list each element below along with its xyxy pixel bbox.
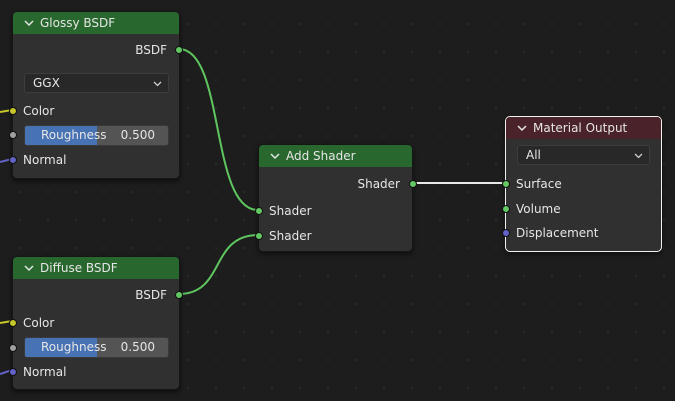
diffuse-normal-label: Normal [23, 365, 67, 379]
add-shader-output-socket[interactable] [409, 180, 417, 188]
diffuse-roughness-label: Roughness [41, 340, 107, 354]
material-output-title: Material Output [533, 121, 628, 135]
glossy-normal-label: Normal [23, 153, 67, 167]
add-shader-input2-socket[interactable] [255, 232, 263, 240]
link-glossy-to-add [178, 48, 259, 211]
diffuse-roughness-socket[interactable] [9, 344, 17, 352]
glossy-distribution-dropdown[interactable]: GGX [24, 73, 169, 93]
glossy-roughness-socket[interactable] [9, 131, 17, 139]
glossy-roughness-fill [25, 126, 97, 145]
material-output-target-dropdown[interactable]: All [517, 145, 650, 165]
add-shader-input1-socket[interactable] [255, 207, 263, 215]
diffuse-bsdf-node[interactable]: Diffuse BSDF BSDF Color Roughness 0.500 … [9, 256, 183, 390]
displacement-label: Displacement [516, 226, 599, 240]
material-output-node[interactable]: Material Output All Surface Volume Displ… [502, 116, 662, 252]
diffuse-node-header[interactable]: Diffuse BSDF [13, 257, 179, 279]
glossy-normal-socket[interactable] [9, 156, 17, 164]
glossy-node-header[interactable]: Glossy BSDF [13, 12, 179, 34]
volume-socket[interactable] [502, 205, 510, 213]
diffuse-color-socket[interactable] [9, 319, 17, 327]
diffuse-normal-socket[interactable] [9, 368, 17, 376]
chevron-down-icon[interactable] [23, 17, 35, 29]
glossy-bsdf-output-socket[interactable] [175, 46, 183, 54]
diffuse-roughness-fill [25, 338, 97, 357]
add-shader-header[interactable]: Add Shader [259, 145, 412, 167]
material-output-target-value: All [526, 148, 541, 162]
glossy-bsdf-node[interactable]: Glossy BSDF BSDF GGX Color Roughness 0.5… [9, 11, 183, 179]
diffuse-roughness-slider[interactable]: Roughness 0.500 [24, 337, 169, 358]
add-shader-output-label: Shader [357, 177, 400, 191]
diffuse-bsdf-output-socket[interactable] [175, 291, 183, 299]
chevron-down-icon[interactable] [516, 122, 528, 134]
add-shader-input2-label: Shader [269, 229, 312, 243]
add-shader-title: Add Shader [286, 149, 356, 163]
link-diffuse-to-add [178, 234, 259, 295]
surface-label: Surface [516, 177, 562, 191]
diffuse-color-label: Color [23, 316, 55, 330]
glossy-node-title: Glossy BSDF [40, 16, 116, 30]
glossy-roughness-value: 0.500 [120, 128, 155, 142]
chevron-down-icon[interactable] [23, 262, 35, 274]
glossy-distribution-value: GGX [33, 76, 60, 90]
material-output-header[interactable]: Material Output [506, 117, 661, 139]
diffuse-node-title: Diffuse BSDF [40, 261, 118, 275]
glossy-color-socket[interactable] [9, 107, 17, 115]
glossy-roughness-label: Roughness [41, 128, 107, 142]
volume-label: Volume [516, 202, 561, 216]
chevron-down-icon [153, 81, 162, 87]
diffuse-output-label: BSDF [135, 288, 167, 302]
add-shader-input1-label: Shader [269, 204, 312, 218]
displacement-socket[interactable] [502, 229, 510, 237]
add-shader-node[interactable]: Add Shader Shader Shader Shader [255, 144, 417, 252]
glossy-color-label: Color [23, 104, 55, 118]
glossy-roughness-slider[interactable]: Roughness 0.500 [24, 125, 169, 146]
chevron-down-icon[interactable] [269, 150, 281, 162]
chevron-down-icon [634, 153, 643, 159]
surface-socket[interactable] [502, 180, 510, 188]
glossy-output-label: BSDF [135, 43, 167, 57]
diffuse-roughness-value: 0.500 [120, 340, 155, 354]
